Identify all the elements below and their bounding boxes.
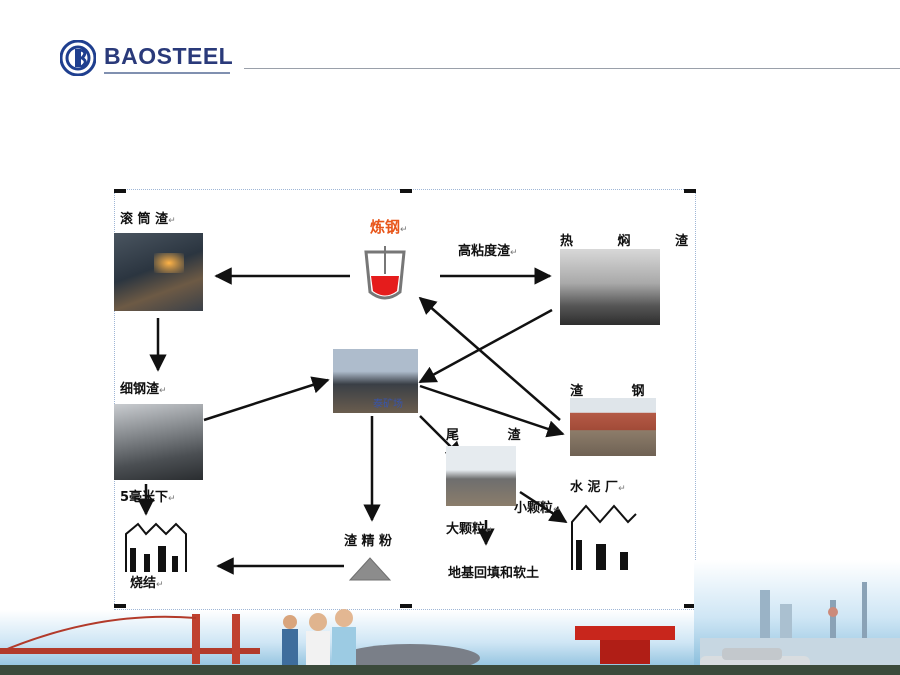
foundation-fill-label: 地基回填和软土 — [448, 566, 540, 581]
arrow-center-to-slag-steel — [419, 384, 565, 438]
arrow-slag-steel-to-steel — [418, 296, 561, 421]
header-divider — [244, 68, 900, 69]
fine-steel-slag-label: 细钢渣↵ — [120, 382, 167, 397]
fine-steel-slag-photo — [114, 404, 203, 480]
cement-plant-label: 水 泥 厂↵ — [570, 480, 626, 495]
frame-corner-mark — [684, 189, 696, 193]
slag-powder-pile-icon — [348, 557, 392, 581]
cement-plant-icon — [571, 504, 637, 570]
drum-slag-label: 滚 筒 渣↵ — [120, 212, 176, 227]
sintering-label: 烧结↵ — [130, 576, 164, 591]
drum-slag-photo — [114, 233, 203, 311]
arrow-tail-to-cement — [519, 490, 568, 524]
slag-steel-label: 渣 钢 — [570, 384, 667, 399]
under-5mm-label: 5毫米下↵ — [120, 490, 176, 505]
large-particles-label: 大颗粒↵ — [446, 522, 493, 537]
slag-steel-photo — [570, 398, 656, 456]
slag-plant-photo: 泰矿场 — [333, 349, 418, 413]
tailings-photo — [446, 446, 516, 506]
sintering-factory-icon — [125, 522, 187, 572]
arrow-fine-to-center — [203, 376, 330, 422]
city-skyline-banner — [0, 560, 900, 675]
frame-corner-mark — [114, 604, 126, 608]
steelmaking-label: 炼钢↵ — [370, 218, 408, 236]
high-viscosity-slag-label: 高粘度渣↵ — [458, 244, 518, 259]
tailings-label: 尾 渣 — [446, 428, 543, 443]
photo-watermark: 泰矿场 — [373, 399, 403, 410]
hot-braising-slag-photo — [560, 249, 660, 325]
frame-corner-mark — [400, 189, 412, 193]
hot-braising-slag-label: 热 焖 渣 — [560, 234, 709, 249]
ladle-icon — [364, 246, 406, 300]
brand-name: BAOSTEEL — [104, 43, 234, 69]
brand-underline — [104, 72, 230, 74]
baosteel-logo-icon — [60, 40, 96, 76]
frame-corner-mark — [400, 604, 412, 608]
slag-fine-powder-label: 渣 精 粉 — [344, 534, 393, 549]
arrow-hot-slag-to-center — [418, 308, 553, 384]
frame-corner-mark — [114, 189, 126, 193]
small-particles-label: 小颗粒↵ — [514, 501, 561, 516]
frame-corner-mark — [684, 604, 696, 608]
